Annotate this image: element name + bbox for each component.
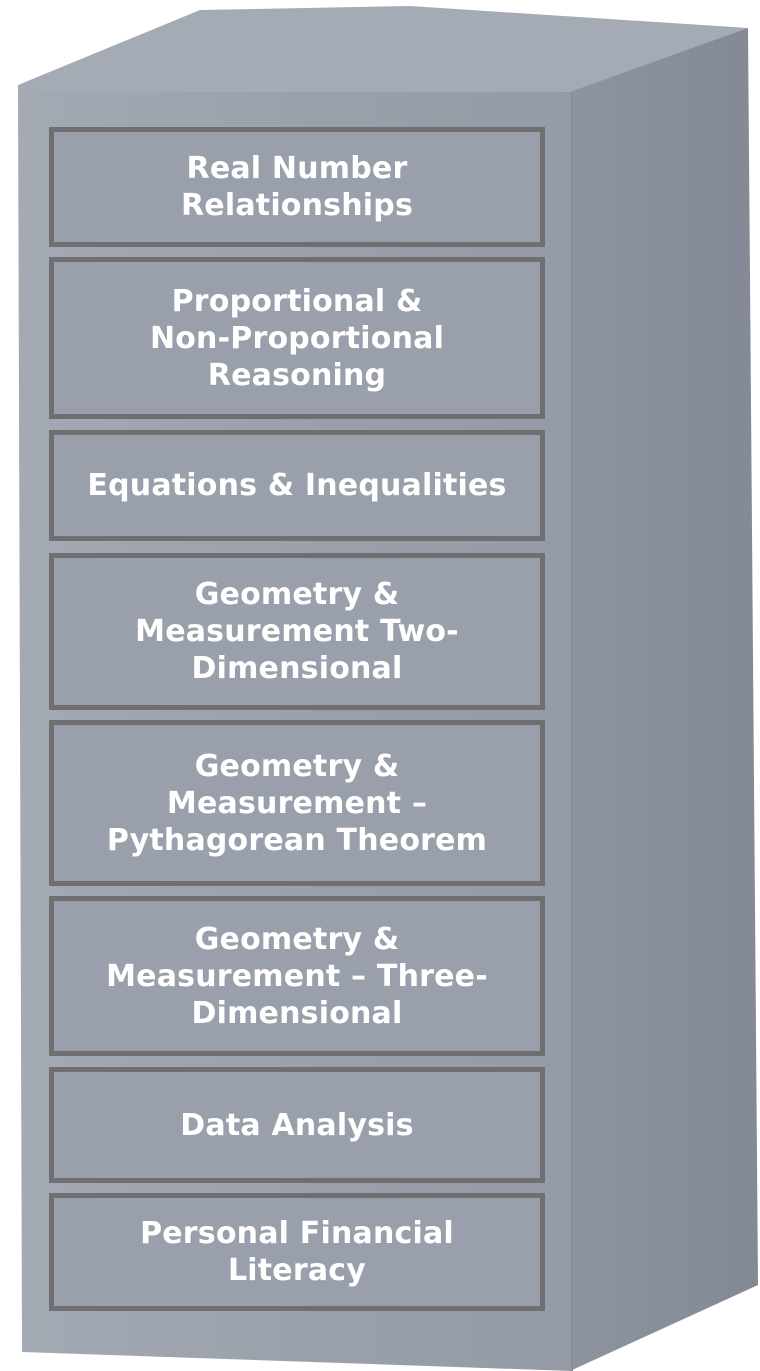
- drawer-personal-financial-literacy[interactable]: Personal Financial Literacy: [49, 1193, 545, 1311]
- drawer-label: Geometry & Measurement – Three- Dimensio…: [106, 921, 488, 1031]
- drawer-label: Personal Financial Literacy: [140, 1216, 454, 1288]
- drawer-equations-inequalities[interactable]: Equations & Inequalities: [49, 430, 545, 541]
- drawer-label: Proportional & Non-Proportional Reasonin…: [149, 283, 445, 393]
- drawer-geometry-pythagorean[interactable]: Geometry & Measurement – Pythagorean The…: [49, 720, 545, 886]
- drawer-label: Geometry & Measurement Two- Dimensional: [135, 577, 459, 686]
- drawer-label: Geometry & Measurement – Pythagorean The…: [106, 748, 488, 858]
- drawer-proportional-reasoning[interactable]: Proportional & Non-Proportional Reasonin…: [49, 257, 545, 419]
- drawer-label: Equations & Inequalities: [87, 468, 507, 503]
- cabinet-top: [18, 6, 748, 100]
- drawer-label: Data Analysis: [180, 1107, 414, 1143]
- drawer-data-analysis[interactable]: Data Analysis: [49, 1067, 545, 1183]
- drawer-geometry-three-dimensional[interactable]: Geometry & Measurement – Three- Dimensio…: [49, 896, 545, 1056]
- drawer-geometry-two-dimensional[interactable]: Geometry & Measurement Two- Dimensional: [49, 553, 545, 710]
- cabinet-side: [570, 28, 758, 1371]
- drawer-real-number-relationships[interactable]: Real Number Relationships: [49, 127, 545, 247]
- drawer-label: Real Number Relationships: [181, 151, 413, 223]
